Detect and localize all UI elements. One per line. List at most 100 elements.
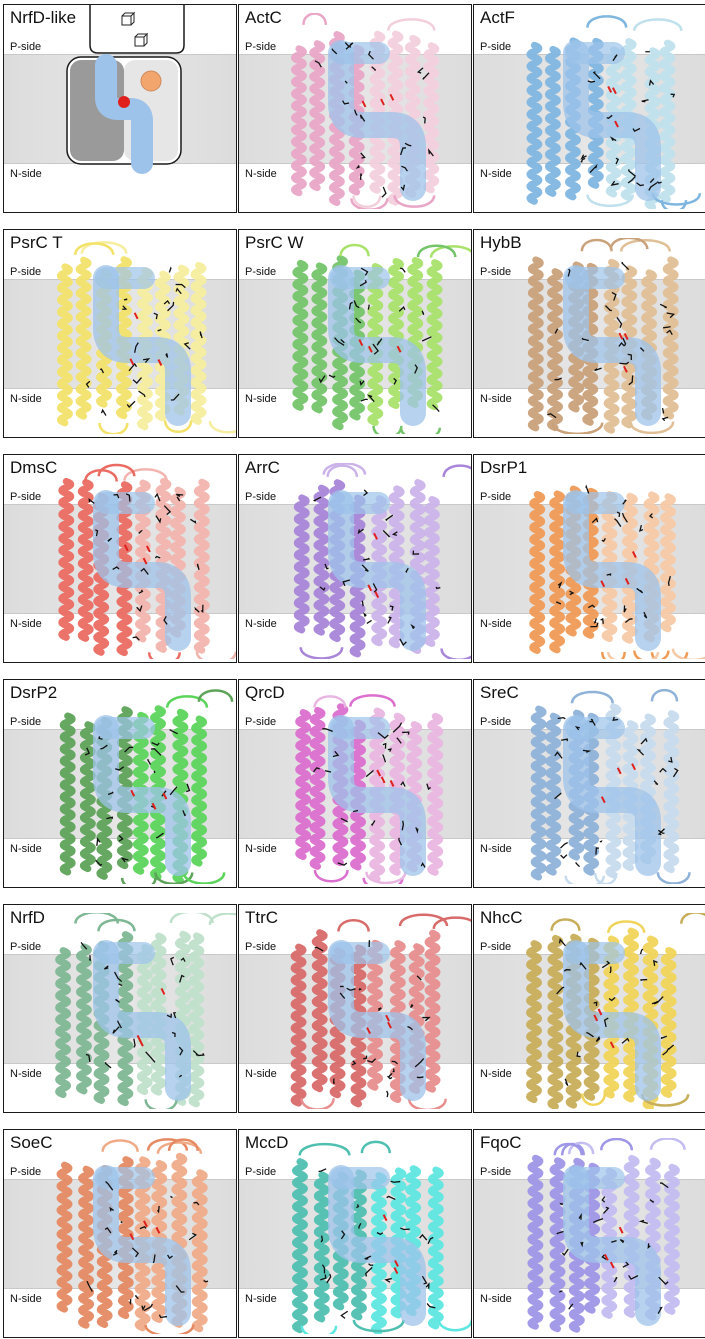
residue-accent xyxy=(142,557,148,565)
residue-stick xyxy=(612,716,619,721)
residue-stick xyxy=(640,347,645,352)
residue-stick xyxy=(415,827,419,834)
residue-stick xyxy=(559,1290,563,1293)
residue-accent xyxy=(145,545,151,553)
residue-stick xyxy=(353,809,359,813)
residue-stick xyxy=(107,537,113,542)
protein-structure xyxy=(44,688,236,884)
residue-stick xyxy=(653,996,664,1005)
residue-stick xyxy=(606,573,612,576)
protein-structure xyxy=(279,913,471,1109)
residue-stick xyxy=(143,358,151,363)
residue-stick xyxy=(590,718,596,726)
residue-stick xyxy=(163,299,171,305)
loop xyxy=(567,1141,595,1155)
helix xyxy=(55,947,72,1099)
n-side-label: N-side xyxy=(480,843,512,855)
residue-stick xyxy=(426,1303,436,1309)
residue-stick xyxy=(357,528,364,535)
residue-stick xyxy=(628,169,636,177)
residue-accent xyxy=(130,789,136,797)
residue-stick xyxy=(611,1239,617,1243)
residue-stick xyxy=(613,1276,618,1283)
loop xyxy=(339,243,370,257)
loop xyxy=(298,1143,351,1156)
residue-stick xyxy=(554,377,562,381)
residue-stick xyxy=(387,616,392,624)
residue-accent xyxy=(374,591,380,599)
residue-stick xyxy=(368,940,371,947)
residue-stick xyxy=(603,1017,609,1028)
p-side-label: P-side xyxy=(245,941,277,953)
residue-stick xyxy=(165,353,169,358)
residue-stick xyxy=(398,306,406,312)
residue-stick xyxy=(84,747,91,756)
loop xyxy=(182,872,226,884)
residue-stick xyxy=(558,938,566,947)
loop xyxy=(352,1319,405,1333)
helix xyxy=(56,1161,73,1313)
helix xyxy=(193,478,210,654)
helix xyxy=(290,943,307,1107)
residue-stick xyxy=(556,1230,564,1235)
loop xyxy=(407,1098,447,1109)
residue-accent xyxy=(609,1261,615,1269)
n-side-label: N-side xyxy=(245,1293,277,1305)
residue-stick xyxy=(666,312,676,319)
residue-stick xyxy=(321,1264,326,1274)
residue-stick xyxy=(402,731,410,735)
residue-stick xyxy=(386,1195,396,1201)
p-side-label: P-side xyxy=(480,716,512,728)
protein-structure xyxy=(514,238,705,434)
panel-title: PsrC W xyxy=(245,233,304,252)
residue-accent xyxy=(367,345,373,353)
residue-stick xyxy=(601,1196,606,1203)
residue-stick xyxy=(384,1277,392,1283)
residue-stick xyxy=(376,338,383,346)
residue-stick xyxy=(167,1254,173,1260)
loop xyxy=(593,872,618,884)
helix xyxy=(311,262,328,414)
helix xyxy=(427,712,444,876)
residue-stick xyxy=(339,992,346,999)
residue-stick xyxy=(668,756,673,763)
residue-stick xyxy=(319,586,326,591)
residue-stick xyxy=(648,182,658,191)
protein-structure xyxy=(279,688,471,884)
residue-stick xyxy=(359,380,365,387)
residue-stick xyxy=(340,1230,346,1240)
helix xyxy=(526,41,543,205)
residue-stick xyxy=(124,746,134,753)
protein-cartoon xyxy=(290,13,440,209)
residue-accent xyxy=(373,532,378,540)
residue-stick xyxy=(365,769,374,778)
residue-stick xyxy=(603,1206,610,1214)
residue-stick xyxy=(368,50,374,60)
residue-stick xyxy=(618,342,625,347)
residue-stick xyxy=(422,72,430,80)
residue-accent xyxy=(139,1039,144,1047)
residue-stick xyxy=(580,1241,584,1248)
n-side-label: N-side xyxy=(245,843,277,855)
residue-accent xyxy=(394,1260,399,1267)
proton-pathway-highlight xyxy=(563,715,661,876)
residue-stick xyxy=(122,305,128,310)
residue-stick xyxy=(407,1025,413,1031)
residue-stick xyxy=(112,1026,120,1034)
loop xyxy=(195,651,236,659)
residue-accent xyxy=(623,333,629,341)
panel-title: SreC xyxy=(480,683,519,702)
loop xyxy=(154,872,194,884)
loop xyxy=(440,648,471,659)
residue-stick xyxy=(188,1232,198,1241)
residue-stick xyxy=(400,184,406,192)
loop xyxy=(156,1141,203,1155)
protein-cartoon xyxy=(291,1140,471,1334)
residue-accent xyxy=(358,339,364,346)
loop xyxy=(399,427,442,434)
residue-stick xyxy=(640,737,648,745)
loop xyxy=(387,18,436,31)
residue-stick xyxy=(647,1243,651,1249)
residue-stick xyxy=(363,557,371,561)
